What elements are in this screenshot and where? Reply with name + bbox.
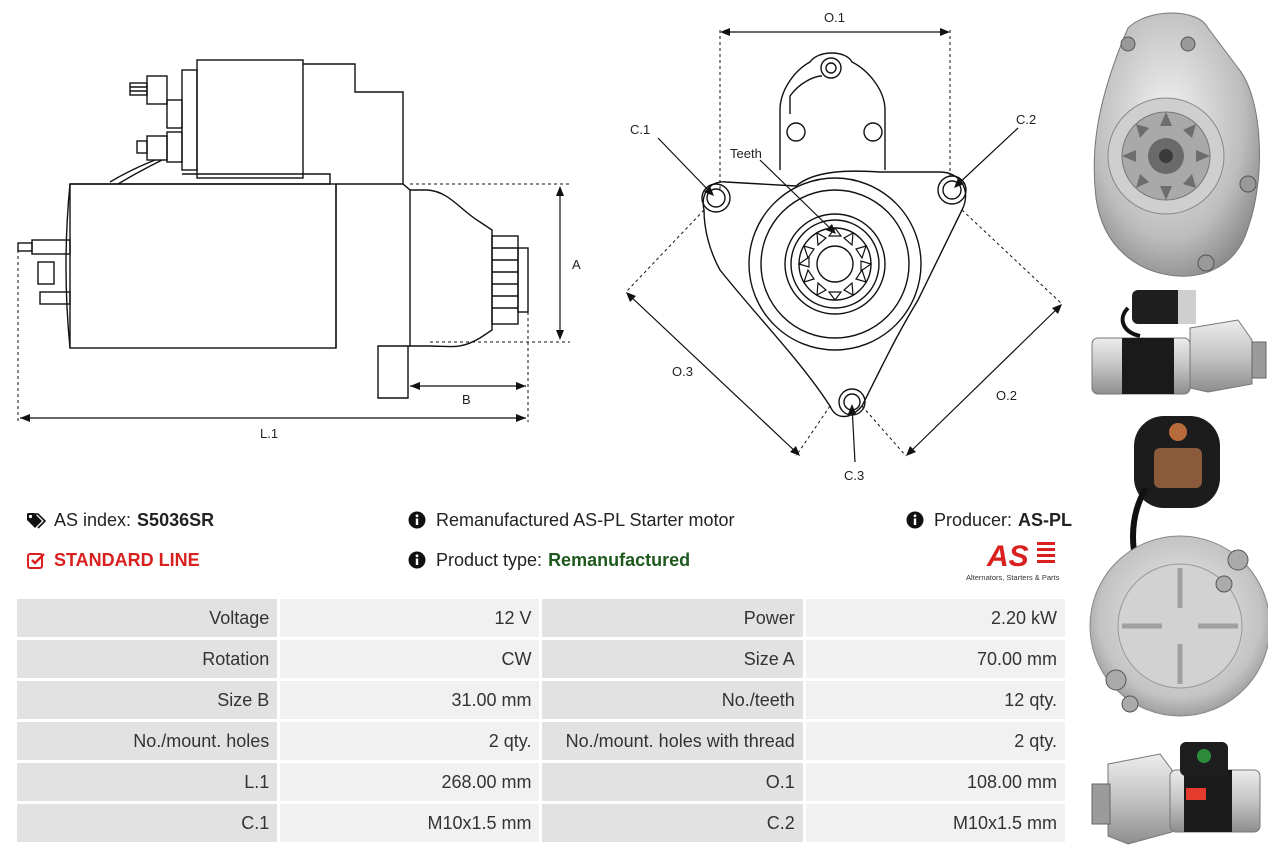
dimension-o2-label: O.2	[996, 388, 1017, 403]
dimension-a-label: A	[572, 257, 581, 272]
dimension-b-label: B	[462, 392, 471, 407]
spec-label: O.1	[542, 763, 803, 801]
spec-label: No./teeth	[542, 681, 803, 719]
product-photo-side[interactable]	[1088, 288, 1268, 400]
info-icon	[906, 511, 926, 531]
logo-tagline: Alternators, Starters & Parts	[966, 573, 1060, 582]
dimension-c3-label: C.3	[844, 468, 864, 483]
dimension-o3-label: O.3	[672, 364, 693, 379]
producer-row: Producer: AS-PL	[906, 510, 1072, 531]
as-index-value: S5036SR	[137, 510, 215, 530]
logo-mark: AS	[986, 540, 1029, 573]
standard-line-row: STANDARD LINE	[26, 550, 200, 571]
spec-value: 2 qty.	[280, 722, 540, 760]
info-icon	[408, 551, 428, 571]
product-type-value: Remanufactured	[548, 550, 691, 570]
tag-icon	[26, 511, 46, 531]
product-photo-side-2[interactable]	[1088, 740, 1268, 852]
product-photo-rear[interactable]	[1088, 408, 1268, 736]
dimension-c2-label: C.2	[1016, 112, 1036, 127]
info-icon	[408, 511, 428, 531]
spec-label: No./mount. holes	[17, 722, 278, 760]
spec-value: M10x1.5 mm	[805, 804, 1065, 842]
spec-label: Rotation	[17, 640, 278, 678]
spec-label: Voltage	[17, 599, 278, 637]
as-pl-logo: AS Alternators, Starters & Parts	[965, 538, 1070, 584]
spec-label: No./mount. holes with thread	[542, 722, 803, 760]
spec-value: 108.00 mm	[805, 763, 1065, 801]
producer-value: AS-PL	[1018, 510, 1073, 530]
producer-label: Producer:	[934, 510, 1013, 530]
dimension-c1-label: C.1	[630, 122, 650, 137]
spec-label: Power	[542, 599, 803, 637]
spec-value: 12 V	[280, 599, 540, 637]
standard-line-label: STANDARD LINE	[54, 550, 200, 570]
dimension-o1-label: O.1	[824, 10, 845, 25]
spec-label: Size A	[542, 640, 803, 678]
side-view-drawing: A B L.1	[10, 50, 600, 450]
spec-value: 31.00 mm	[280, 681, 540, 719]
spec-value: 268.00 mm	[280, 763, 540, 801]
product-type-label: Product type:	[436, 550, 543, 570]
product-photo-front[interactable]	[1088, 8, 1268, 288]
description-row: Remanufactured AS-PL Starter motor	[408, 510, 734, 531]
front-view-drawing: O.1	[600, 0, 1080, 490]
spec-label: Size B	[17, 681, 278, 719]
dimension-l1-label: L.1	[260, 426, 278, 441]
teeth-label: Teeth	[730, 146, 762, 161]
spec-label: L.1	[17, 763, 278, 801]
spec-value: CW	[280, 640, 540, 678]
as-index-label: AS index:	[54, 510, 132, 530]
checkbox-icon	[26, 551, 46, 571]
spec-label: C.1	[17, 804, 278, 842]
spec-value: 2 qty.	[805, 722, 1065, 760]
product-type-row: Product type: Remanufactured	[408, 550, 690, 571]
as-index-row: AS index: S5036SR	[26, 510, 214, 531]
spec-value: 12 qty.	[805, 681, 1065, 719]
spec-value: M10x1.5 mm	[280, 804, 540, 842]
spec-label: C.2	[542, 804, 803, 842]
spec-value: 2.20 kW	[805, 599, 1065, 637]
spec-value: 70.00 mm	[805, 640, 1065, 678]
description-text: Remanufactured AS-PL Starter motor	[436, 510, 735, 530]
